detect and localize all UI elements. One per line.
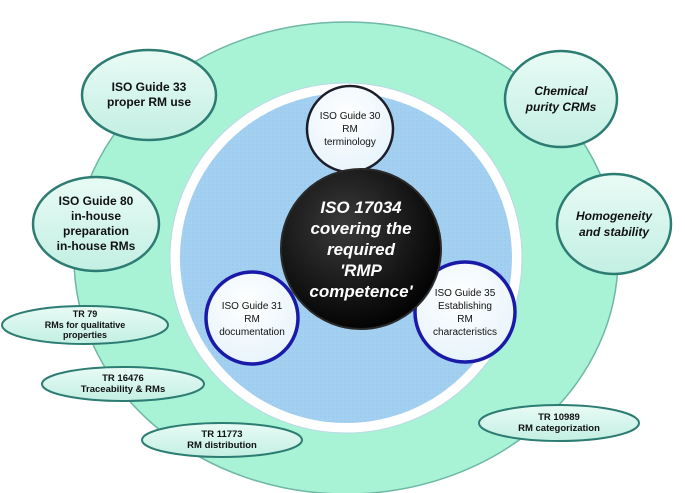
guide33-line-2: proper RM use	[106, 95, 191, 109]
guide80-line-2: in-house	[71, 209, 121, 223]
tr16476-label: TR 16476 Traceability & RMs	[58, 372, 188, 396]
chemical-line-2: purity CRMs	[525, 100, 597, 114]
center-line-1: ISO 17034	[320, 197, 402, 217]
tr11773-node[interactable]	[141, 422, 303, 458]
guide35-node[interactable]	[413, 260, 517, 364]
guide80-node[interactable]	[31, 175, 161, 273]
homogeneity-node[interactable]	[555, 172, 673, 276]
homogeneity-line-2: and stability	[578, 225, 649, 239]
guide31-line-3: documentation	[219, 326, 285, 338]
guide33-node[interactable]	[80, 48, 218, 142]
guide80-line-4: in-house RMs	[56, 239, 136, 253]
homogeneity-label: Homogeneity and stability	[562, 207, 666, 241]
tr79-line-1: TR 79	[72, 309, 98, 320]
guide80-line-1: ISO Guide 80	[58, 194, 134, 208]
tr10989-node[interactable]	[478, 404, 640, 442]
tr16476-line-2: Traceability & RMs	[80, 384, 166, 395]
guide31-node[interactable]	[204, 270, 300, 366]
guide35-line-3: RM	[457, 314, 473, 325]
chemical-label: Chemical purity CRMs	[511, 82, 611, 116]
center-label: ISO 17034 covering the required 'RMP com…	[286, 183, 436, 315]
center-line-4: 'RMP	[340, 260, 382, 280]
tr16476-line-1: TR 16476	[102, 372, 144, 384]
guide33-label: ISO Guide 33 proper RM use	[89, 78, 209, 112]
guide35-line-4: characteristics	[433, 327, 497, 338]
guide35-label: ISO Guide 35 Establishing RM characteris…	[418, 284, 512, 342]
center-line-3: required	[326, 239, 396, 259]
center-line-2: covering the	[310, 218, 412, 238]
chemical-line-1: Chemical	[534, 84, 588, 98]
guide30-line-3: terminology	[324, 136, 376, 148]
guide80-label: ISO Guide 80 in-house preparation in-hou…	[38, 193, 154, 255]
guide30-line-1: ISO Guide 30	[319, 110, 381, 122]
tr16476-node[interactable]	[41, 366, 205, 402]
tr79-node[interactable]	[1, 305, 169, 345]
guide31-label: ISO Guide 31 RM documentation	[207, 295, 297, 343]
chemical-node[interactable]	[503, 49, 619, 149]
guide35-line-1: ISO Guide 35	[434, 288, 496, 299]
guide80-line-3: preparation	[62, 224, 129, 238]
tr11773-line-1: TR 11773	[201, 428, 243, 440]
guide30-label: ISO Guide 30 RM terminology	[305, 105, 395, 153]
center-line-5: competence'	[309, 281, 413, 301]
guide30-line-2: RM	[342, 123, 358, 135]
guide31-line-2: RM	[244, 313, 260, 325]
tr10989-line-2: RM categorization	[518, 423, 600, 434]
tr10989-line-1: TR 10989	[538, 411, 580, 423]
tr10989-label: TR 10989 RM categorization	[494, 411, 624, 435]
tr79-label: TR 79 RMs for qualitative properties	[20, 309, 150, 341]
guide31-line-1: ISO Guide 31	[221, 300, 283, 312]
tr79-line-2: RMs for qualitative	[44, 319, 126, 330]
guide33-line-1: ISO Guide 33	[111, 80, 187, 94]
tr11773-line-2: RM distribution	[187, 440, 257, 451]
tr79-line-3: properties	[62, 330, 107, 341]
tr11773-label: TR 11773 RM distribution	[157, 428, 287, 452]
center-node[interactable]	[280, 168, 442, 330]
guide35-line-2: Establishing	[438, 301, 492, 312]
homogeneity-line-1: Homogeneity	[575, 209, 652, 223]
